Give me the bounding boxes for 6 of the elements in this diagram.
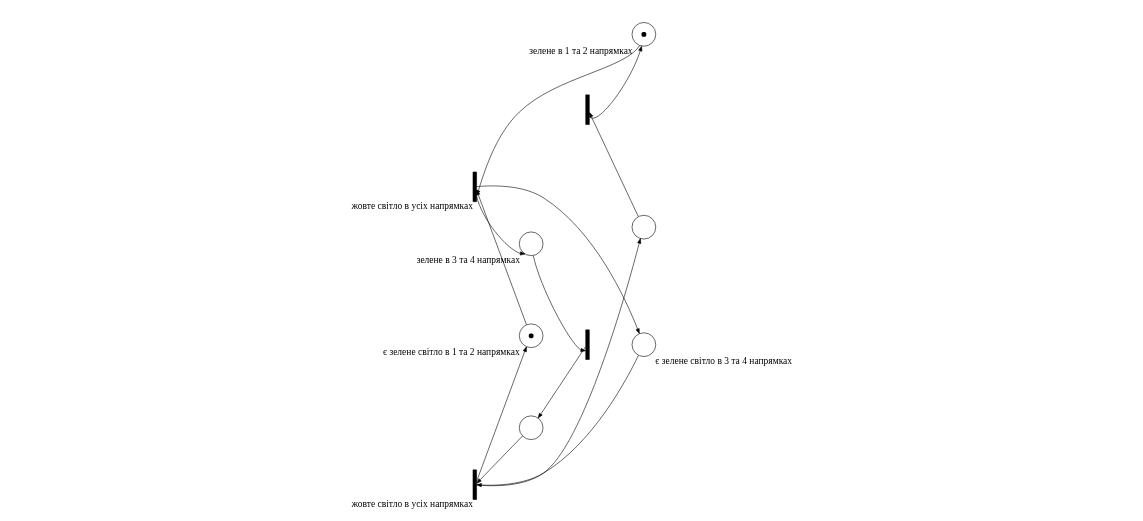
- node-label: зелене в 3 та 4 напрямках: [416, 255, 520, 266]
- node-label: жовте світло в усіх напрямках: [351, 499, 473, 510]
- node-label: жовте світло в усіх напрямках: [351, 201, 473, 212]
- node-label: зелене в 1 та 2 напрямках: [529, 45, 633, 56]
- node-label: є зелене світло в 3 та 4 напрямках: [655, 356, 793, 367]
- node-label: є зелене світло в 1 та 2 напрямках: [382, 347, 520, 358]
